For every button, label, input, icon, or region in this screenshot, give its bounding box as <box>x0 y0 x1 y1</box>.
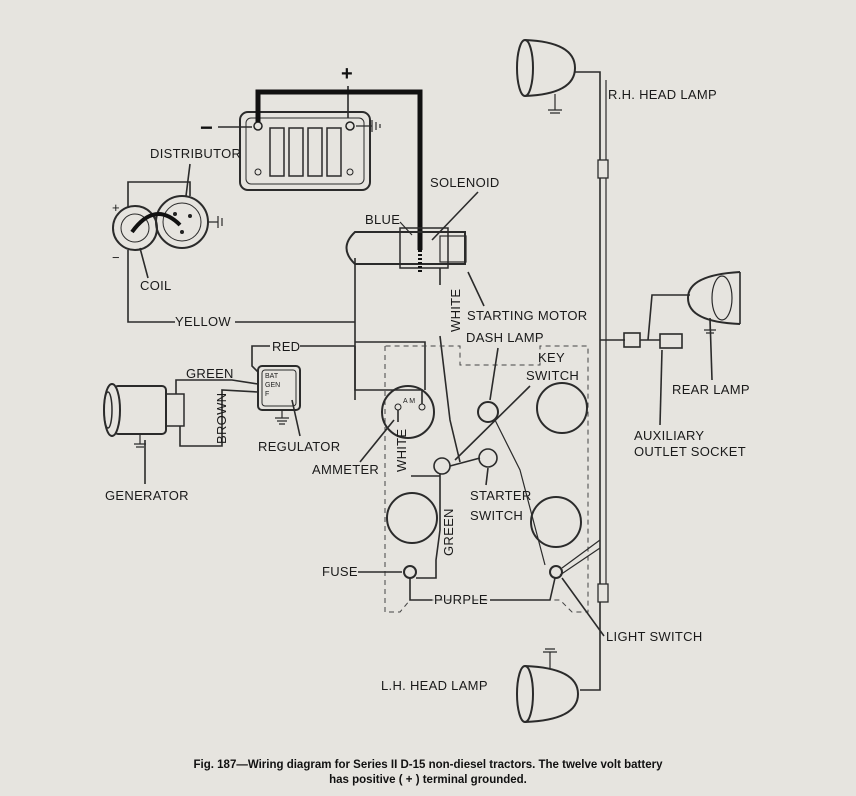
brown-wire-label: BROWN <box>214 393 229 444</box>
light-switch-label: LIGHT SWITCH <box>606 629 703 644</box>
green-generator-wire-label: GREEN <box>186 366 234 381</box>
starting-motor-pointer <box>467 271 485 307</box>
aux-label-1: AUXILIARY <box>634 428 704 443</box>
red-wire-label: RED <box>272 339 300 354</box>
fuse-label: FUSE <box>322 564 358 579</box>
purple-wire-label: PURPLE <box>434 592 488 607</box>
light-switch-wires <box>559 539 601 576</box>
motor-wire-down <box>354 258 426 400</box>
distributor-label: DISTRIBUTOR <box>150 146 241 161</box>
regulator-gen-terminal: GEN <box>265 382 280 389</box>
white-motor-wire <box>439 268 461 463</box>
starter-switch-pointer <box>485 467 489 486</box>
auxiliary-outlet-socket <box>623 332 683 349</box>
dash-lamp-label: DASH LAMP <box>466 330 544 345</box>
key-switch-label-2: SWITCH <box>526 368 579 383</box>
aux-pointer <box>659 349 663 426</box>
white-ammeter-wire-label: WHITE <box>394 429 409 472</box>
ammeter-pointer <box>359 419 395 463</box>
generator-label: GENERATOR <box>105 488 189 503</box>
ammeter-am-marking: A M <box>403 398 415 405</box>
starter-switch-label-1: STARTER <box>470 488 532 503</box>
battery-positive-sign: + <box>341 63 353 85</box>
red-wire <box>251 345 355 373</box>
rear-lamp-pointer <box>709 317 713 381</box>
gauge-bottom-left <box>386 492 438 544</box>
blue-wire-label: BLUE <box>365 212 400 227</box>
gauge-top-right <box>536 382 588 434</box>
coil-negative-sign: − <box>112 250 120 265</box>
regulator-f-terminal: F <box>265 391 269 398</box>
regulator-bat-terminal: BAT <box>265 373 279 380</box>
rear-lamp-label: REAR LAMP <box>672 382 750 397</box>
white-ammeter-wire <box>397 410 440 477</box>
dash-lamp-wire <box>494 419 546 566</box>
yellow-wire-left <box>127 250 175 323</box>
key-switch-label-1: KEY <box>538 350 565 365</box>
green-generator-wire <box>175 379 259 394</box>
coil-positive-sign: + <box>112 200 120 215</box>
generator <box>103 383 185 448</box>
coil-distributor-wire <box>127 181 191 208</box>
solenoid-label: SOLENOID <box>430 175 500 190</box>
battery-ground-icon <box>356 120 381 132</box>
green-dash-wire-label: GREEN <box>441 508 456 556</box>
harness-connector <box>597 159 609 179</box>
gauge-bottom-right <box>530 496 582 548</box>
ammeter-label: AMMETER <box>312 462 379 477</box>
coil-label: COIL <box>140 278 172 293</box>
lh-head-lamp-label: L.H. HEAD LAMP <box>381 678 488 693</box>
rh-head-lamp-label: R.H. HEAD LAMP <box>608 87 717 102</box>
coil-pointer <box>139 247 149 279</box>
starter-switch-label-2: SWITCH <box>470 508 523 523</box>
aux-label-2: OUTLET SOCKET <box>634 444 746 459</box>
distributor <box>155 195 223 249</box>
dash-lamp <box>477 401 499 423</box>
regulator <box>257 365 301 425</box>
lh-head-lamp <box>516 648 580 723</box>
distributor-pointer <box>185 163 191 197</box>
starting-motor <box>345 227 467 272</box>
harness-connector <box>597 583 609 603</box>
battery-cable <box>255 89 423 250</box>
regulator-pointer <box>291 399 301 437</box>
light-switch-pointer <box>561 577 605 637</box>
dash-lamp-pointer <box>489 347 499 401</box>
blue-wire <box>399 221 413 236</box>
coil <box>112 205 182 251</box>
key-switch-pointer <box>454 385 531 461</box>
dash-panel-outline <box>384 345 589 613</box>
fuse <box>403 565 417 579</box>
rh-head-lamp <box>516 39 577 114</box>
key-switch <box>433 448 498 475</box>
rear-lamp <box>686 271 741 334</box>
light-switch <box>549 565 563 579</box>
caption-line-1: Fig. 187—Wiring diagram for Series II D-… <box>194 759 664 771</box>
yellow-wire-label: YELLOW <box>175 314 231 329</box>
battery <box>239 111 371 191</box>
rear-lamp-wire <box>647 294 690 341</box>
purple-wire <box>409 577 556 601</box>
main-harness-outer <box>575 71 601 691</box>
starting-motor-label: STARTING MOTOR <box>467 308 587 323</box>
caption-line-2: has positive ( + ) terminal grounded. <box>329 774 527 786</box>
solenoid-pointer <box>431 191 479 241</box>
ammeter-wire <box>354 346 423 404</box>
regulator-label: REGULATOR <box>258 439 340 454</box>
white-motor-wire-label: WHITE <box>448 289 463 332</box>
green-dash-wire <box>416 474 441 579</box>
brown-wire <box>179 389 259 447</box>
battery-negative-sign: − <box>200 115 213 140</box>
